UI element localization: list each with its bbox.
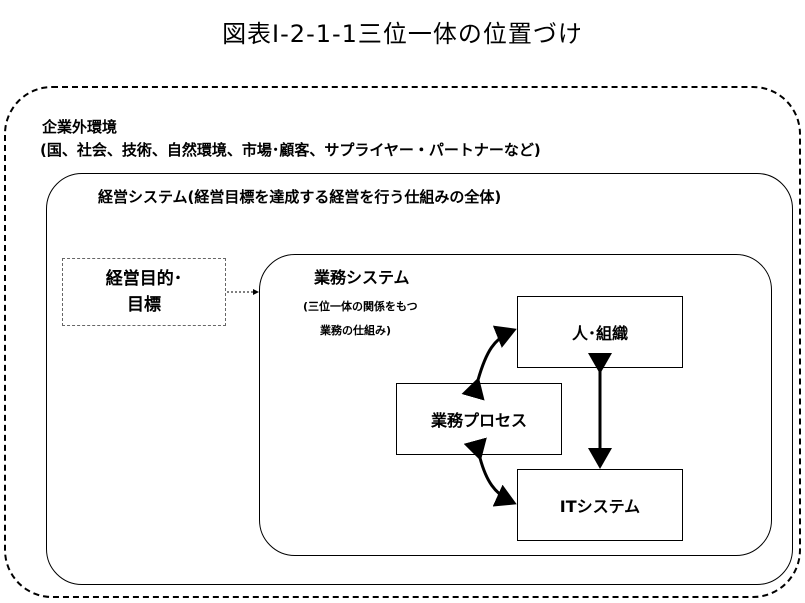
business-process-node: 業務プロセス — [396, 383, 562, 455]
business-system-label: 業務システム — [314, 268, 410, 287]
management-goal-box: 経営目的･ 目標 — [62, 258, 226, 326]
management-system-label: 経営システム(経営目標を達成する経営を行う仕組みの全体) — [98, 188, 502, 206]
goal-line1: 経営目的･ — [105, 269, 183, 289]
business-system-sub2: 業務の仕組み) — [320, 324, 392, 337]
external-environment-detail: (国、社会、技術、自然環境、市場･顧客、サプライヤー・パートナーなど) — [40, 141, 541, 159]
it-system-node: ITシステム — [517, 469, 683, 541]
figure-title: 図表Ⅰ-2-1-1三位一体の位置づけ — [222, 20, 583, 48]
goal-line2: 目標 — [127, 295, 161, 315]
management-system-boundary — [46, 173, 793, 585]
business-system-sub1: (三位一体の関係をもつ — [303, 300, 418, 313]
business-system-boundary — [259, 254, 772, 556]
people-organization-node: 人･組織 — [517, 296, 683, 368]
external-environment-label: 企業外環境 — [42, 118, 118, 136]
external-environment-boundary — [4, 86, 801, 598]
